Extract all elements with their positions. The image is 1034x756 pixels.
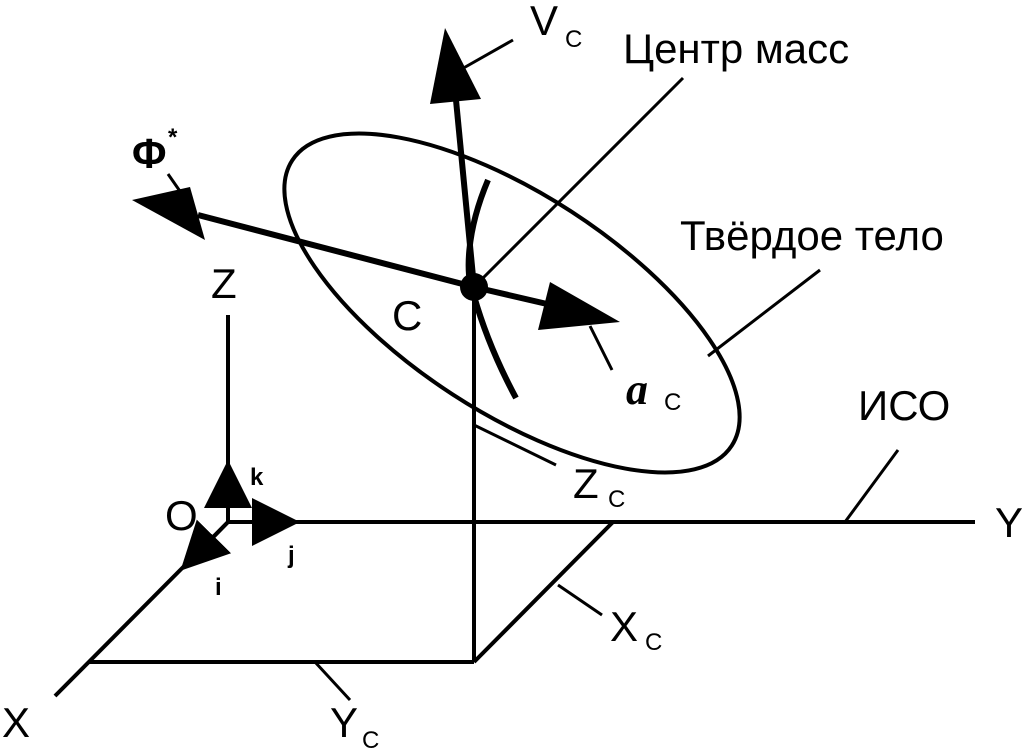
z-axis-label: Z xyxy=(211,260,237,307)
acceleration-label-sub: C xyxy=(664,389,681,416)
rigid-body-ellipse xyxy=(282,131,742,475)
unit-k-label: k xyxy=(250,464,264,491)
center-point-label: C xyxy=(392,292,422,339)
inertia-force-label-main: Φ xyxy=(132,130,166,177)
velocity-label-main: V xyxy=(530,0,558,44)
velocity-arrowhead xyxy=(430,28,481,104)
center-of-mass-label: Центр масс xyxy=(623,25,849,72)
zc-label-sub: C xyxy=(608,486,625,513)
frame-leader-line xyxy=(843,449,900,523)
zc-leader-line xyxy=(473,423,557,467)
acceleration-label-main: a xyxy=(626,365,648,414)
acceleration-leader-line xyxy=(588,325,614,371)
xc-leader-line xyxy=(557,583,603,617)
unit-i-label: i xyxy=(215,574,222,601)
center-of-mass-point xyxy=(460,273,488,301)
rigid-body-leader-line xyxy=(707,268,821,358)
velocity-label-sub: C xyxy=(565,26,582,53)
unit-j-label: j xyxy=(287,542,295,569)
projection-x-parallel-line xyxy=(472,520,615,664)
origin-label: O xyxy=(165,492,198,539)
acceleration-arrowhead xyxy=(538,282,620,330)
xc-label-sub: C xyxy=(645,629,662,656)
center-of-mass-leader-line xyxy=(472,76,685,289)
xc-label-main: X xyxy=(610,603,638,650)
inertia-force-label-sup: * xyxy=(168,124,178,151)
inertia-force-vector-shaft xyxy=(197,212,475,290)
zc-label-main: Z xyxy=(573,460,599,507)
x-axis-label: X xyxy=(2,699,30,746)
unit-i-arrow xyxy=(180,519,232,571)
yc-label-main: Y xyxy=(330,699,358,746)
velocity-leader-line xyxy=(459,38,514,72)
yc-leader-line xyxy=(313,660,352,702)
inertia-force-arrowhead xyxy=(132,187,205,240)
rigid-body-label: Твёрдое тело xyxy=(680,212,944,259)
y-axis-label: Y xyxy=(995,499,1023,546)
velocity-vector-shaft xyxy=(453,99,477,288)
frame-label: ИСО xyxy=(858,382,950,429)
yc-label-sub: C xyxy=(362,727,379,751)
